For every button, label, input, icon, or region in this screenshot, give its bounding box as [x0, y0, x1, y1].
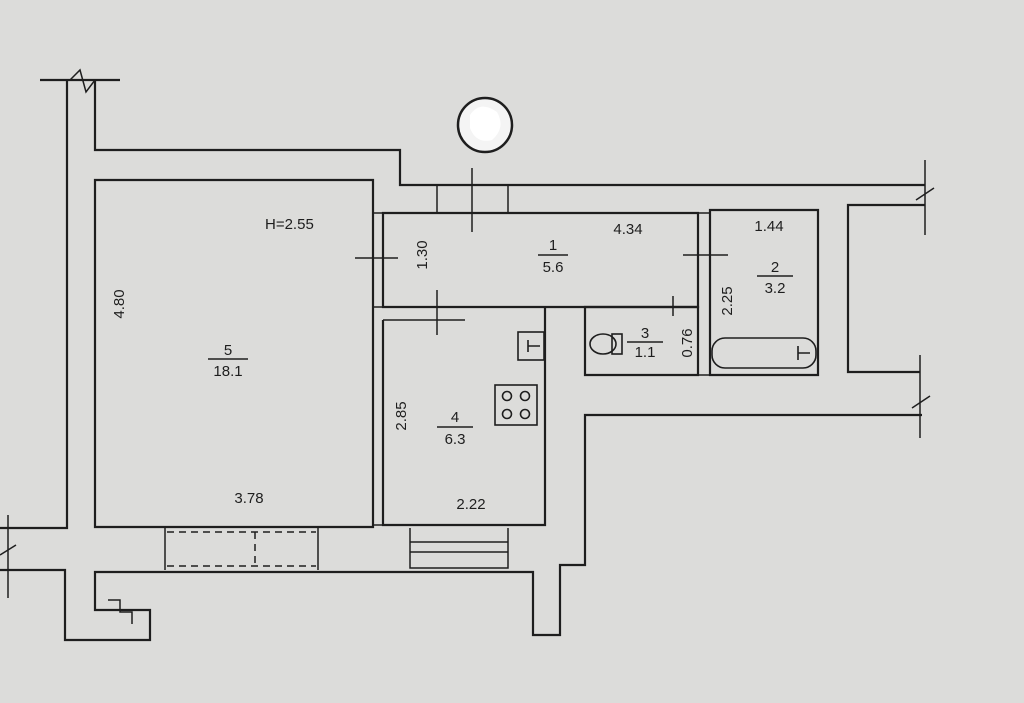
room-3-wc [583, 305, 710, 377]
room5-width-dim: 3.78 [234, 490, 263, 507]
ceiling-height-label: H=2.55 [265, 216, 314, 233]
room-5-number: 5 [224, 342, 232, 359]
toilet-icon [589, 333, 623, 355]
wc-depth-dim: 0.76 [679, 328, 696, 357]
bathtub-icon [711, 337, 817, 369]
room5-height-dim: 4.80 [111, 289, 128, 318]
hall-depth-dim: 1.30 [414, 240, 431, 269]
room-4-number: 4 [451, 409, 459, 426]
kitchen-depth-dim: 2.85 [393, 401, 410, 430]
room-1-hall [355, 168, 728, 335]
room-4-kitchen [373, 307, 547, 527]
bath-depth-dim: 2.25 [719, 286, 736, 315]
hall-length-dim: 4.34 [613, 221, 642, 238]
outer-walls [0, 68, 935, 642]
sink-icon [517, 331, 545, 361]
room-4-area: 6.3 [445, 431, 466, 448]
room-2-number: 2 [771, 259, 779, 276]
north-stamp-icon [456, 96, 514, 154]
room-1-number: 1 [549, 237, 557, 254]
stove-icon [494, 384, 538, 426]
room-3-number: 3 [641, 325, 649, 342]
bath-width-dim: 1.44 [754, 218, 783, 235]
room-5-area: 18.1 [213, 363, 242, 380]
room-1-area: 5.6 [543, 259, 564, 276]
kitchen-width-dim: 2.22 [456, 496, 485, 513]
room-labels: 1 5.6 2 3.2 3 1.1 4 6.3 5 18.1 [208, 237, 793, 448]
room-3-area: 1.1 [635, 344, 656, 361]
room-2-bath [698, 208, 820, 377]
room-2-area: 3.2 [765, 280, 786, 297]
dimension-labels: H=2.55 4.80 3.78 1.30 4.34 1.44 2.25 0.7… [111, 216, 784, 513]
room-5 [93, 178, 509, 570]
